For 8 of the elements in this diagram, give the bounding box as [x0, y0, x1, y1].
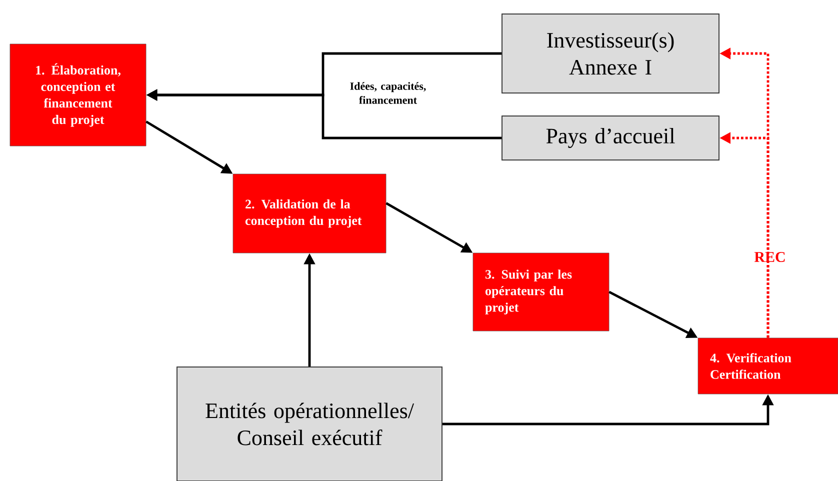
step-box: 2. Validation de la conception du projet [232, 174, 386, 254]
actor-box: Entités opérationnelles/ Conseil exécutif [176, 366, 442, 481]
step-box: 1. Élaboration, conception et financement du projet [10, 44, 146, 146]
actor-box: Investisseur(s) Annexe I [502, 14, 720, 94]
actor-box: Pays d’accueil [502, 116, 720, 160]
bracket-label: Idées, capacités, financement [350, 82, 426, 104]
step-box: 3. Suivi par les opérateurs du projet [472, 252, 610, 332]
step-box: 4. Verification Certification [698, 338, 838, 394]
